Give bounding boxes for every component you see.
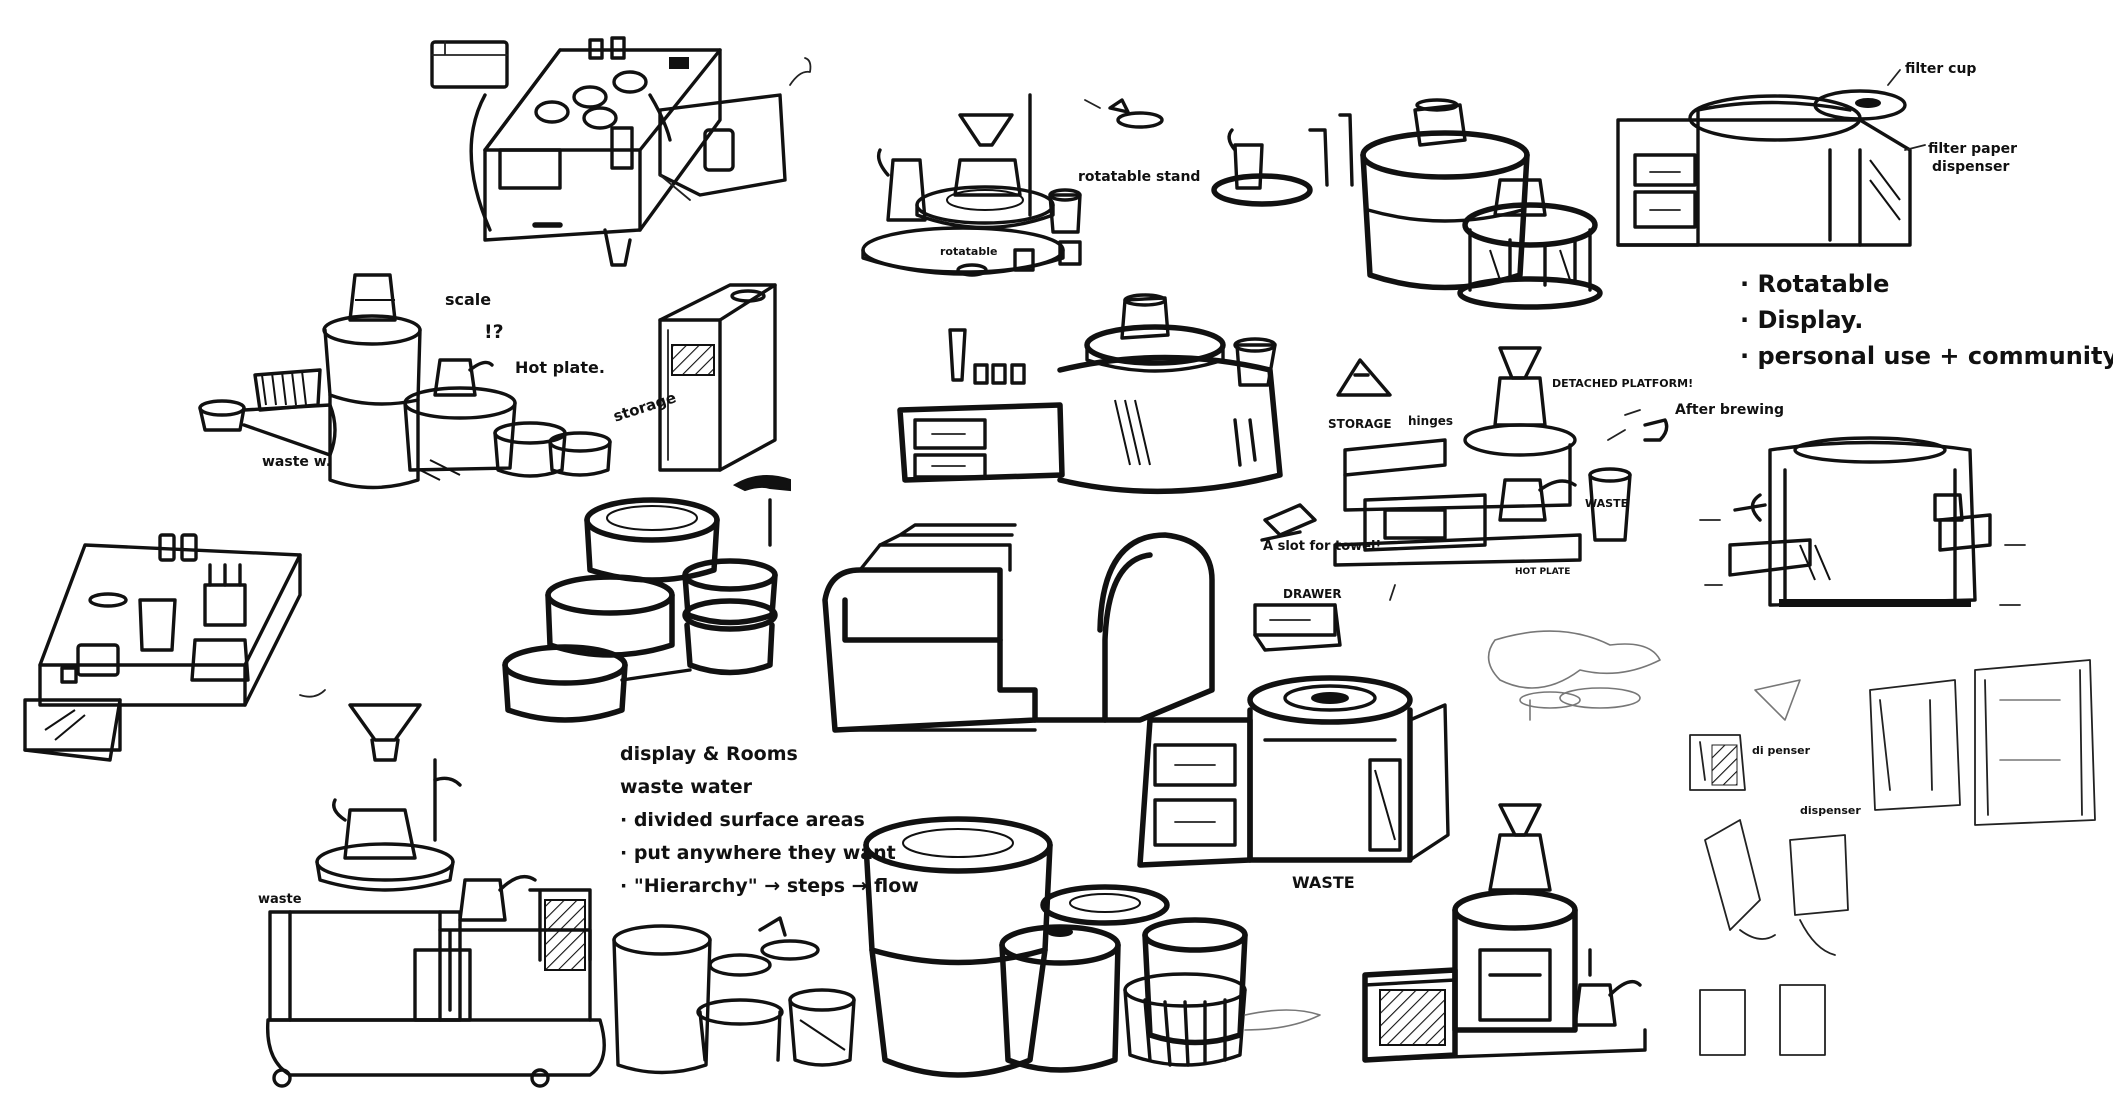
sketch-canisters xyxy=(612,916,856,1075)
label-hinges: hinges xyxy=(1408,414,1454,428)
notes-list: display & Rooms waste water · divided su… xyxy=(620,745,919,896)
sketch-scale-hotplate xyxy=(198,273,612,490)
sketch-modular-turntable xyxy=(1137,675,1450,868)
sketch-tall-tower xyxy=(658,283,777,472)
feature-item: · Rotatable xyxy=(1740,270,1890,298)
sketch-pourover-unit xyxy=(1362,803,1647,1063)
feature-list: · Rotatable · Display. · personal use + … xyxy=(1740,272,2113,368)
note-item: · divided surface areas xyxy=(620,809,865,831)
sketch-arched-unit xyxy=(822,523,1215,733)
sketch-filter-cabinet xyxy=(1616,69,1926,247)
label-waste-2: WASTE xyxy=(1585,497,1629,510)
sketch-drawer-turntable xyxy=(897,293,1283,495)
label-dispenser-small: dispenser xyxy=(1800,804,1861,817)
feature-item: · Display. xyxy=(1740,306,1864,334)
label-waste-w: waste w. xyxy=(262,454,332,470)
sketch-big-canisters xyxy=(863,816,1321,1078)
sketch-detached-platform xyxy=(1253,346,1669,652)
sketch-carousel-station xyxy=(1211,98,1603,310)
label-rotatable-stand: rotatable stand xyxy=(1078,169,1201,185)
label-waste-4: waste xyxy=(258,892,302,907)
sketch-box-station xyxy=(430,36,812,267)
note-item: display & Rooms xyxy=(620,743,798,765)
note-item: · "Hierarchy" → steps → flow xyxy=(620,875,919,897)
label-dispenser: dispenser xyxy=(1932,159,2010,175)
sketch-display-cabinet xyxy=(1699,436,2026,607)
label-waste-3: WASTE xyxy=(1292,873,1355,892)
label-scale: scale xyxy=(445,290,492,309)
label-detached-platform: DETACHED PLATFORM! xyxy=(1552,377,1694,390)
sketch-box-tray xyxy=(23,533,326,762)
sketch-tiered-cart xyxy=(265,703,606,1088)
label-storage-2: STORAGE xyxy=(1328,417,1392,431)
label-hot-plate-2: HOT PLATE xyxy=(1515,567,1571,577)
sketch-faint-outlines xyxy=(1487,630,2096,1056)
note-item: waste water xyxy=(620,776,752,798)
label-filter-paper: filter paper xyxy=(1928,141,2018,157)
label-dispenser-small-2: di penser xyxy=(1752,744,1811,757)
sketch-stacked-containers xyxy=(502,475,791,723)
feature-item: · personal use + community. xyxy=(1740,342,2113,370)
label-after-brewing: After brewing xyxy=(1675,402,1785,418)
label-hot-plate: Hot plate. xyxy=(515,358,605,377)
label-rotatable-small: rotatable xyxy=(940,245,998,258)
label-drawer: DRAWER xyxy=(1283,587,1342,601)
label-slot-for-towel: A slot for towel! xyxy=(1263,539,1382,554)
label-exclaim: !? xyxy=(484,321,504,343)
label-filter-cup: filter cup xyxy=(1905,61,1977,77)
sketch-rotatable-stand xyxy=(861,93,1164,277)
note-item: · put anywhere they want xyxy=(620,842,896,864)
